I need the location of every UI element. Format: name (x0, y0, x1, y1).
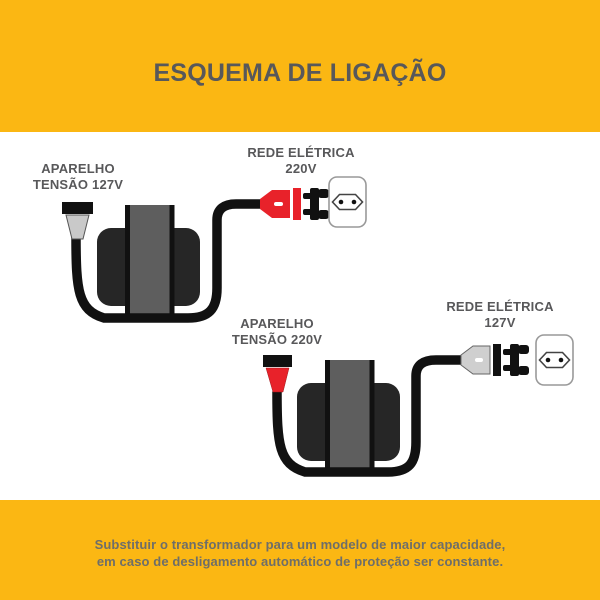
footer-note-line2: em caso de desligamento automático de pr… (96, 553, 504, 569)
device-label-line1: APARELHO (240, 316, 314, 331)
network-plug-faceplate (493, 344, 501, 376)
network-plug-highlight (475, 358, 483, 362)
wall-outlet-icon (328, 176, 367, 228)
device-label-line2: TENSÃO 220V (231, 331, 323, 347)
network-plug-faceplate (293, 188, 301, 220)
network-label-line1: REDE ELÉTRICA (446, 299, 554, 314)
network-voltage-label-2: REDE ELÉTRICA 127V (434, 299, 566, 330)
header-band: ESQUEMA DE LIGAÇÃO (0, 0, 600, 132)
page-title: ESQUEMA DE LIGAÇÃO (153, 59, 447, 87)
device-plug-body (65, 214, 90, 240)
transformer-core (128, 205, 172, 322)
device-voltage-label-1: APARELHO TENSÃO 127V (12, 161, 144, 192)
network-label-line2: 220V (285, 160, 317, 176)
transformer-core-edge-left (125, 205, 130, 322)
transformer-core-edge-left (325, 360, 330, 476)
network-label-line2: 127V (484, 314, 516, 330)
network-voltage-label-1: REDE ELÉTRICA 220V (235, 145, 367, 176)
transformer-core-edge-right (369, 360, 375, 476)
device-plug-body (265, 367, 290, 393)
network-plug-highlight (274, 202, 283, 206)
device-plug-cap (62, 202, 93, 214)
transformer-diagram-2 (263, 334, 574, 477)
device-label-line1: APARELHO (41, 161, 115, 176)
adapter-plug-icon (303, 188, 329, 220)
transformer-core (328, 360, 372, 476)
power-cable (71, 199, 268, 323)
device-voltage-label-2: APARELHO TENSÃO 220V (211, 316, 343, 347)
adapter-plug-icon (503, 344, 529, 376)
device-label-line2: TENSÃO 127V (32, 176, 124, 192)
device-plug-cap (263, 355, 292, 367)
power-cable (272, 355, 469, 477)
footer-note: Substituir o transformador para um model… (95, 537, 506, 570)
footer-band: Substituir o transformador para um model… (0, 500, 600, 600)
network-label-line1: REDE ELÉTRICA (247, 145, 355, 160)
transformer-core-edge-right (169, 205, 175, 322)
wall-outlet-icon (535, 334, 574, 386)
transformer-diagram-1 (62, 176, 367, 323)
footer-note-line1: Substituir o transformador para um model… (94, 537, 506, 552)
